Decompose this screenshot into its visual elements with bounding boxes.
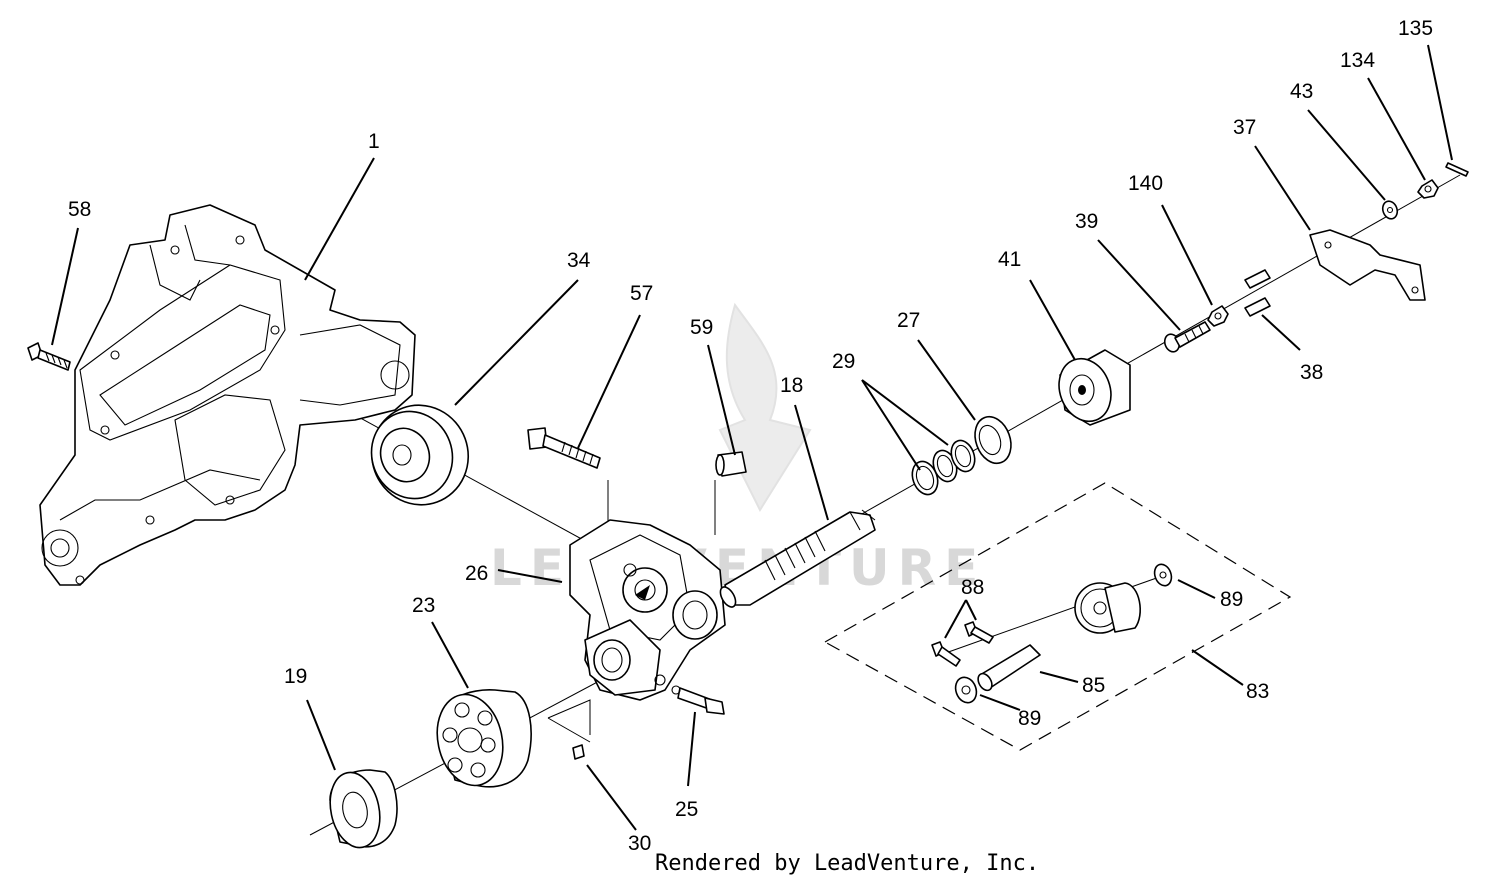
dowel-pin-59 (714, 451, 747, 535)
callout-85: 85 (1082, 674, 1105, 697)
fitting-25 (671, 685, 725, 715)
callout-19: 19 (284, 665, 307, 688)
callout-83: 83 (1246, 680, 1269, 703)
callout-89-top: 89 (1220, 588, 1243, 611)
bolt-58 (27, 342, 71, 371)
callout-57: 57 (630, 282, 653, 305)
center-section-26 (569, 519, 726, 701)
bracket-37 (1309, 229, 1426, 301)
callout-34: 34 (567, 249, 591, 272)
callout-labels: 1 58 34 57 59 18 29 27 41 39 140 37 43 1… (68, 17, 1433, 855)
callout-27: 27 (897, 309, 920, 332)
washer-89-top (1153, 563, 1173, 587)
callout-41: 41 (998, 248, 1021, 271)
callout-89-bottom: 89 (1018, 707, 1041, 730)
cylinder-block-23 (436, 689, 532, 788)
shaft-85 (977, 644, 1041, 692)
callout-38: 38 (1300, 361, 1323, 384)
callout-39: 39 (1075, 210, 1098, 233)
callout-88: 88 (961, 576, 984, 599)
bolt-57 (527, 427, 609, 525)
bearing-27 (974, 415, 1012, 465)
callout-25: 25 (675, 798, 698, 821)
callout-37: 37 (1233, 116, 1256, 139)
callout-23: 23 (412, 594, 435, 617)
nut-134 (1417, 179, 1439, 199)
transaxle-housing (39, 204, 416, 586)
washer-89-bottom (954, 676, 978, 704)
washer-43 (1381, 200, 1399, 220)
subassembly-83-outline (823, 482, 1292, 751)
callout-30: 30 (628, 832, 651, 855)
pin-39 (1163, 321, 1211, 353)
pins-38 (1244, 269, 1271, 317)
input-shaft-18 (719, 509, 876, 608)
callout-58: 58 (68, 198, 91, 221)
callout-134: 134 (1340, 49, 1375, 72)
footer-credit: Rendered by LeadVenture, Inc. (655, 851, 1039, 876)
callout-29: 29 (832, 350, 855, 373)
callout-59: 59 (690, 316, 713, 339)
cotter-pin-135 (1445, 162, 1469, 177)
callout-1: 1 (368, 130, 380, 153)
callout-135: 135 (1398, 17, 1433, 40)
gear-85 (1074, 582, 1141, 634)
screws-88 (931, 621, 994, 667)
callout-26: 26 (465, 562, 488, 585)
callout-18: 18 (780, 374, 803, 397)
nut-140 (1207, 305, 1229, 327)
callout-140: 140 (1128, 172, 1163, 195)
pulley-34 (370, 404, 470, 506)
key-30 (547, 699, 591, 760)
pulley-41 (1058, 349, 1131, 426)
callout-43: 43 (1290, 80, 1313, 103)
thrust-bearing-19 (329, 769, 398, 849)
leader-lines (51, 44, 1453, 831)
